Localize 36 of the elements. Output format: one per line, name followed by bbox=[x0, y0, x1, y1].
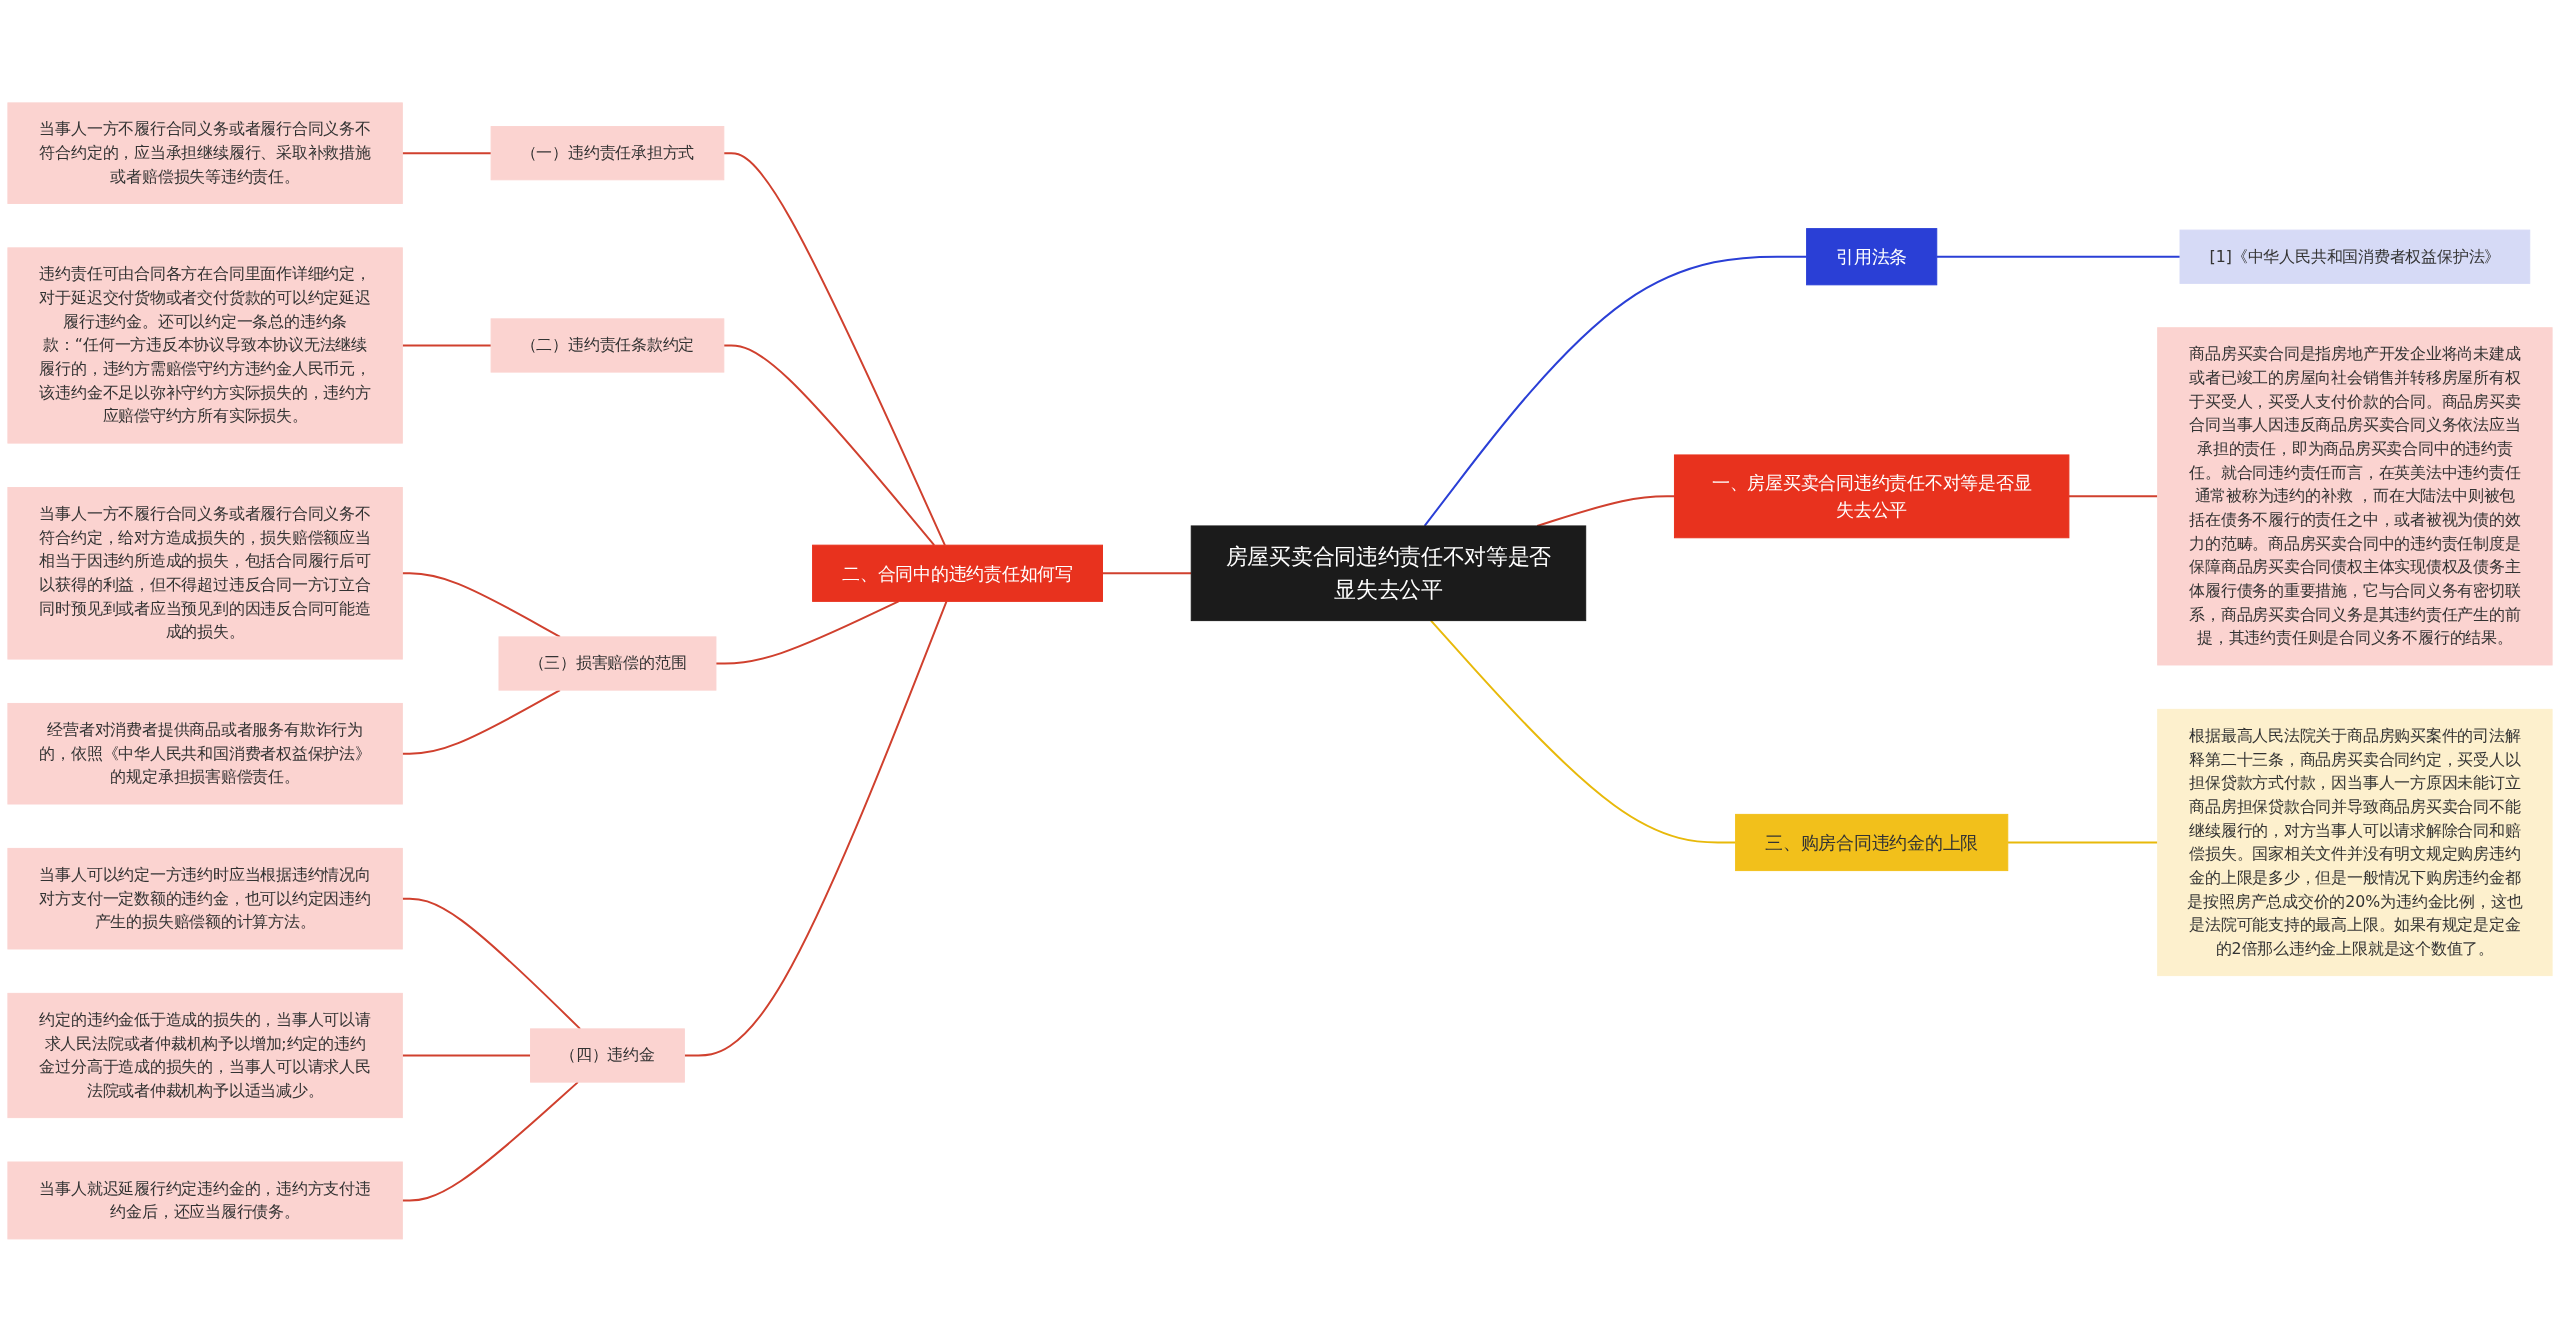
connector bbox=[722, 151, 946, 546]
node-box: 当事人一方不履行合同义务或者履行合同义务不符合约定的，应当承担继续履行、采取补救措施或者赔偿损失等违约责任。 bbox=[7, 102, 403, 204]
node-box: 违约责任可由合同各方在合同里面作详细约定，对于延迟交付货物或者交付货款的可以约定延迟履行违约金。还可以约定一条总的违约条款：“任何一方违反本协议导致本协议无法继续履行的，违约方需赔偿守约方违约金人民币元，该违约金不足以弥补守约方实际损失的，违约方应赔偿守约方所有实际损失。 bbox=[7, 246, 403, 444]
node-box: 根据最高人民法院关于商品房购买案件的司法解释第二十三条，商品房买卖合同约定，买受人以担保贷款方式付款，因当事人一方原因未能订立商品房担保贷款合同并导致商品房买卖合同不能继续履行的，对方当事人可以请求解除合同和赔偿损失。国家相关文件并没有明文规定购房违约金的上限是多少，但是一般情况下购房违约金都是按照房产总成交价的20%为违约金比例，这也是法院可能支持的最高上限。如果有规定是定金的2倍那么违约金上限就是这个数值了。 bbox=[2157, 708, 2553, 976]
node-box: 商品房买卖合同是指房地产开发企业将尚未建成或者已竣工的房屋向社会销售并转移房屋所有权于买受人，买受人支付价款的合同。商品房买卖合同当事人因违反商品房买卖合同义务依法应当承担的责任，即为商品房买卖合同中的违约责任。就合同违约责任而言，在英美法中违约责任通常被称为违约的补救 ，而在大陆法中则被包括在债务不履行的责任之中，或者被视为债的效力的范畴。商品房买卖合同中的违约责任制度是保障商品房买卖合同债权主体实现债权及债务主体履行债务的重要措施，它与合同义务有密切联系，商品房买卖合同义务是其违约责任产生的前提，其违约责任则是合同义务不履行的结果。 bbox=[2157, 326, 2553, 666]
connector bbox=[1935, 255, 2181, 258]
node-box: 引用法条 bbox=[1806, 227, 1938, 285]
connector bbox=[1423, 255, 1808, 527]
node-box: [1]《中华人民共和国消费者权益保护法》 bbox=[2179, 229, 2531, 284]
connector bbox=[714, 600, 900, 665]
node-box: 一、房屋买卖合同违约责任不对等是否显失去公平 bbox=[1673, 454, 2070, 538]
node-box: 经营者对消费者提供商品或者服务有欺诈行为的，依照《中华人民共和国消费者权益保护法》的规定承担损害赔偿责任。 bbox=[7, 702, 403, 805]
connector bbox=[722, 344, 936, 546]
connector bbox=[1101, 571, 1193, 574]
node-box: 二、合同中的违约责任如何写 bbox=[812, 544, 1103, 602]
node-box: 当事人就迟延履行约定违约金的，违约方支付违约金后，还应当履行债务。 bbox=[7, 1161, 403, 1239]
node-box: （一）违约责任承担方式 bbox=[490, 125, 725, 180]
connector bbox=[683, 600, 948, 1057]
node-box: 房屋买卖合同违约责任不对等是否显失去公平 bbox=[1190, 525, 1587, 621]
node-box: 当事人一方不履行合同义务或者履行合同义务不符合约定，给对方造成损失的，损失赔偿额应当相当于因违约所造成的损失，包括合同履行后可以获得的利益，但不得超过违反合同一方订立合同时预见到或者应当预见到的因违反合同可能造成的损失。 bbox=[7, 486, 403, 660]
node-box: 三、购房合同违约金的上限 bbox=[1735, 813, 2009, 871]
node-box: （四）违约金 bbox=[530, 1027, 685, 1083]
connector bbox=[401, 344, 493, 347]
connector bbox=[401, 1054, 532, 1057]
connector bbox=[401, 571, 561, 638]
node-box: （二）违约责任条款约定 bbox=[490, 317, 725, 373]
node-box: （三）损害赔偿的范围 bbox=[498, 635, 717, 691]
connector bbox=[2067, 494, 2159, 497]
node-box: 约定的违约金低于造成的损失的，当事人可以请求人民法院或者仲裁机构予以增加;约定的违约金过分高于造成的损失的，当事人可以请求人民法院或者仲裁机构予以适当减少。 bbox=[7, 992, 403, 1118]
connector bbox=[401, 688, 561, 755]
connector bbox=[401, 897, 582, 1030]
node-box: 当事人可以约定一方违约时应当根据违约情况向对方支付一定数额的违约金，也可以约定因违约产生的损失赔偿额的计算方法。 bbox=[7, 847, 403, 950]
connector bbox=[401, 151, 493, 154]
connector bbox=[2006, 841, 2159, 844]
connector bbox=[1429, 619, 1737, 844]
connector bbox=[401, 1080, 579, 1202]
